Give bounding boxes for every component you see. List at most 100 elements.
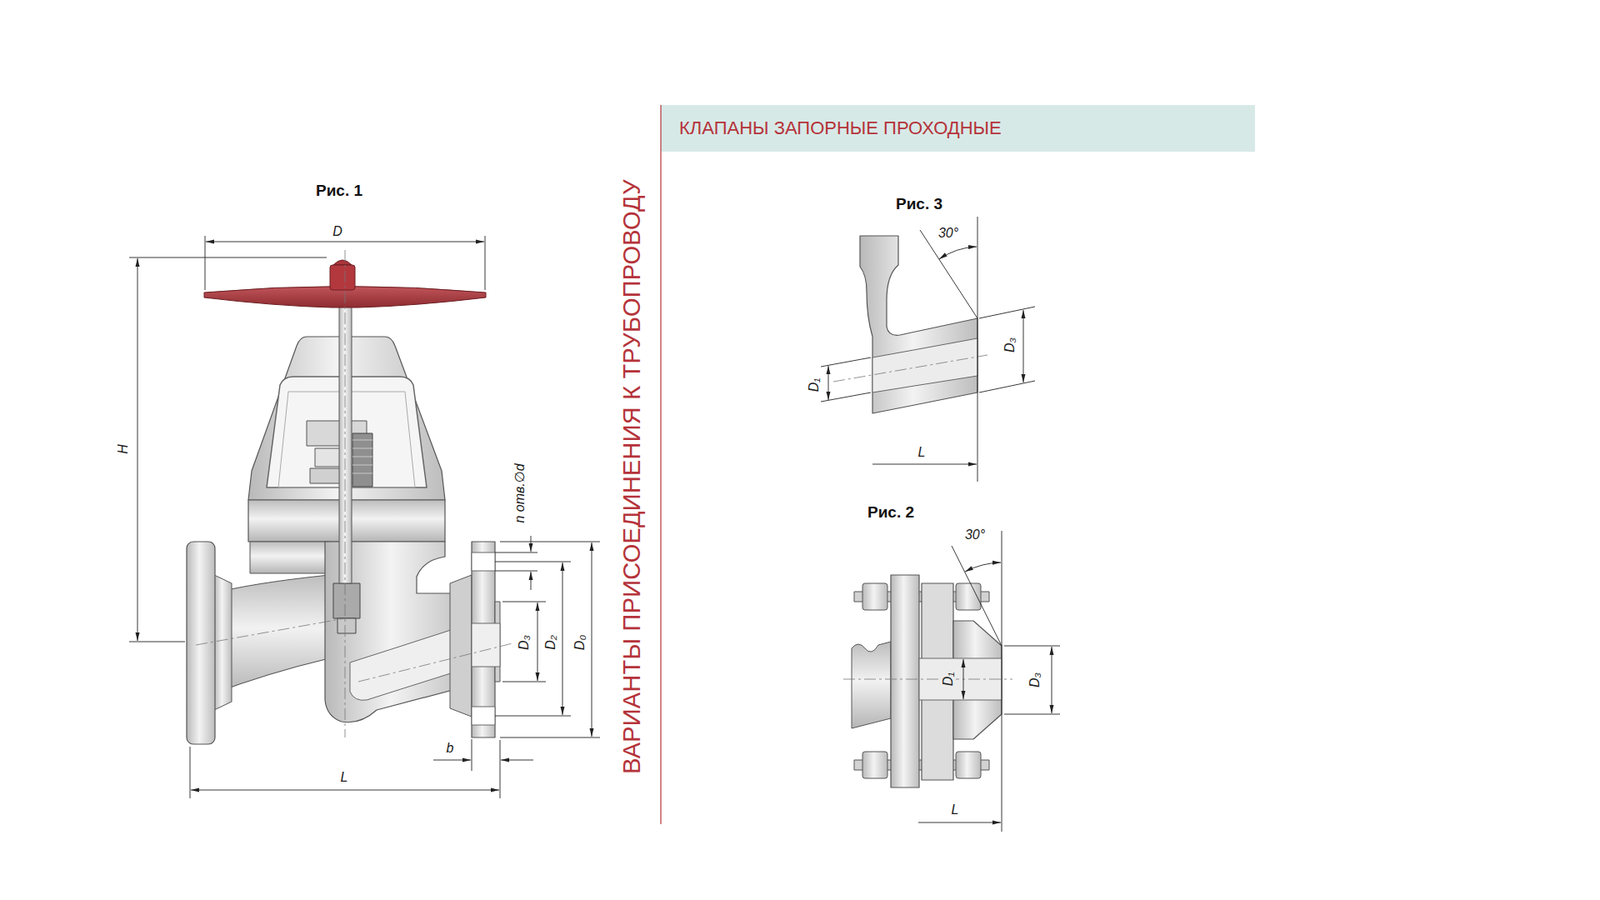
drawing-part xyxy=(205,241,485,243)
drawing-part xyxy=(537,602,539,681)
drawing-part xyxy=(530,535,532,552)
dimension-label: L xyxy=(916,445,928,460)
drawing-part xyxy=(485,235,486,290)
drawing-part xyxy=(137,258,139,641)
drawing-part xyxy=(1023,310,1025,383)
drawing-part xyxy=(250,541,330,574)
drawing-part xyxy=(979,380,1035,393)
drawing-part xyxy=(530,571,532,590)
dimension-label-holder: L xyxy=(339,770,350,785)
dimension-label: D₃ xyxy=(516,633,532,652)
fig3-dimensions xyxy=(820,216,1035,482)
drawing-part xyxy=(495,552,538,554)
dimension-label-holder: H xyxy=(115,442,131,456)
dimension-label: D₃ xyxy=(1002,335,1018,355)
dimension-label-holder: D₃ xyxy=(516,633,532,652)
dimension-label: D₃ xyxy=(1027,670,1043,690)
drawing-part xyxy=(471,623,500,667)
dimension-label: D₀ xyxy=(572,633,588,652)
dimension-label: n отв.∅d xyxy=(512,461,528,525)
drawing-part xyxy=(500,740,501,799)
drawing-part xyxy=(495,570,538,572)
dimension-label-holder: D₃ xyxy=(1027,670,1043,690)
drawing-part xyxy=(963,659,965,700)
drawing-part xyxy=(337,618,356,634)
dimension-label: D₂ xyxy=(543,633,559,652)
drawing-part xyxy=(190,746,191,799)
drawing-part xyxy=(190,790,500,791)
drawing-part xyxy=(955,751,981,779)
drawing-part xyxy=(833,355,988,382)
drawing-part xyxy=(862,583,888,610)
dimension-label-holder: D₁ xyxy=(940,670,956,689)
drawing-part xyxy=(186,541,215,745)
drawing-part xyxy=(450,575,472,717)
divider-line xyxy=(660,105,661,825)
dimension-label-holder: n отв.∅d xyxy=(512,461,528,525)
drawing-part xyxy=(471,706,495,725)
drawing-part xyxy=(333,583,360,619)
figure-label: Рис. 3 xyxy=(895,195,943,214)
drawing-part xyxy=(502,681,546,683)
drawing-part xyxy=(1051,646,1053,714)
drawing-part xyxy=(1004,645,1060,647)
drawing-part xyxy=(918,822,1001,824)
flange-end-figure xyxy=(843,575,1013,788)
drawing-part xyxy=(205,235,206,290)
dimension-label: D₁ xyxy=(806,376,822,395)
weld-end-figure xyxy=(833,235,988,414)
drawing-part xyxy=(471,739,473,771)
dimension-label-holder: D xyxy=(330,224,345,240)
drawing-part xyxy=(500,760,534,761)
drawing-part xyxy=(502,601,546,603)
section-heading: ВАРИАНТЫ ПРИСОЕДИНЕНИЯ К ТРУБОПРОВОДУ xyxy=(619,179,646,775)
fig1-dimensions xyxy=(129,235,600,799)
dimension-label: b xyxy=(445,740,456,756)
drawing-part xyxy=(471,552,495,571)
dimension-label-holder: D₃ xyxy=(1002,335,1018,355)
drawing-part xyxy=(860,235,978,414)
figure-label: Рис. 1 xyxy=(315,182,363,200)
dimension-label-holder: b xyxy=(445,740,456,756)
drawing-part xyxy=(862,751,888,779)
angle-label: 30° xyxy=(936,225,960,241)
angle-label-holder: 30° xyxy=(963,527,987,543)
drawing-part xyxy=(843,679,1013,680)
dimension-label: D xyxy=(330,224,345,240)
dimension-label-holder: D₁ xyxy=(806,376,822,395)
drawing-part xyxy=(500,737,600,739)
dimension-label: H xyxy=(115,442,131,456)
figure-label-holder: Рис. 3 xyxy=(895,195,943,214)
title-holder: КЛАПАНЫ ЗАПОРНЫЕ ПРОХОДНЫЕ xyxy=(679,118,1002,139)
drawing-part xyxy=(872,464,977,465)
drawing-part xyxy=(345,250,346,738)
drawing-part xyxy=(214,575,232,710)
drawing-part xyxy=(939,246,977,260)
drawing-part xyxy=(195,618,345,645)
drawing-part xyxy=(979,306,1035,319)
drawing-part xyxy=(920,230,978,319)
title-band xyxy=(660,105,1255,152)
drawing-part xyxy=(977,216,979,482)
drawing-part xyxy=(129,257,327,259)
drawing-part xyxy=(1001,530,1003,832)
drawing-part xyxy=(495,715,571,717)
drawing-part xyxy=(591,542,593,737)
dimension-label-holder: D₀ xyxy=(572,633,588,652)
drawing-part xyxy=(1004,714,1060,715)
drawing-part xyxy=(352,440,373,474)
dimension-label-holder: L xyxy=(950,802,961,818)
drawing-part xyxy=(851,641,891,729)
section-heading-holder: ВАРИАНТЫ ПРИСОЕДИНЕНИЯ К ТРУБОПРОВОДУ xyxy=(619,179,646,775)
valve-figure xyxy=(186,250,513,745)
angle-label: 30° xyxy=(963,527,987,543)
drawing-part xyxy=(352,433,373,487)
drawing-part xyxy=(820,357,871,367)
drawing-part xyxy=(433,760,471,761)
drawing-part xyxy=(129,641,185,643)
drawing-part xyxy=(495,561,571,563)
dimension-label: L xyxy=(950,802,961,818)
drawing-part xyxy=(828,365,830,400)
figure-label-holder: Рис. 2 xyxy=(867,504,915,522)
drawing-part xyxy=(951,545,1002,646)
